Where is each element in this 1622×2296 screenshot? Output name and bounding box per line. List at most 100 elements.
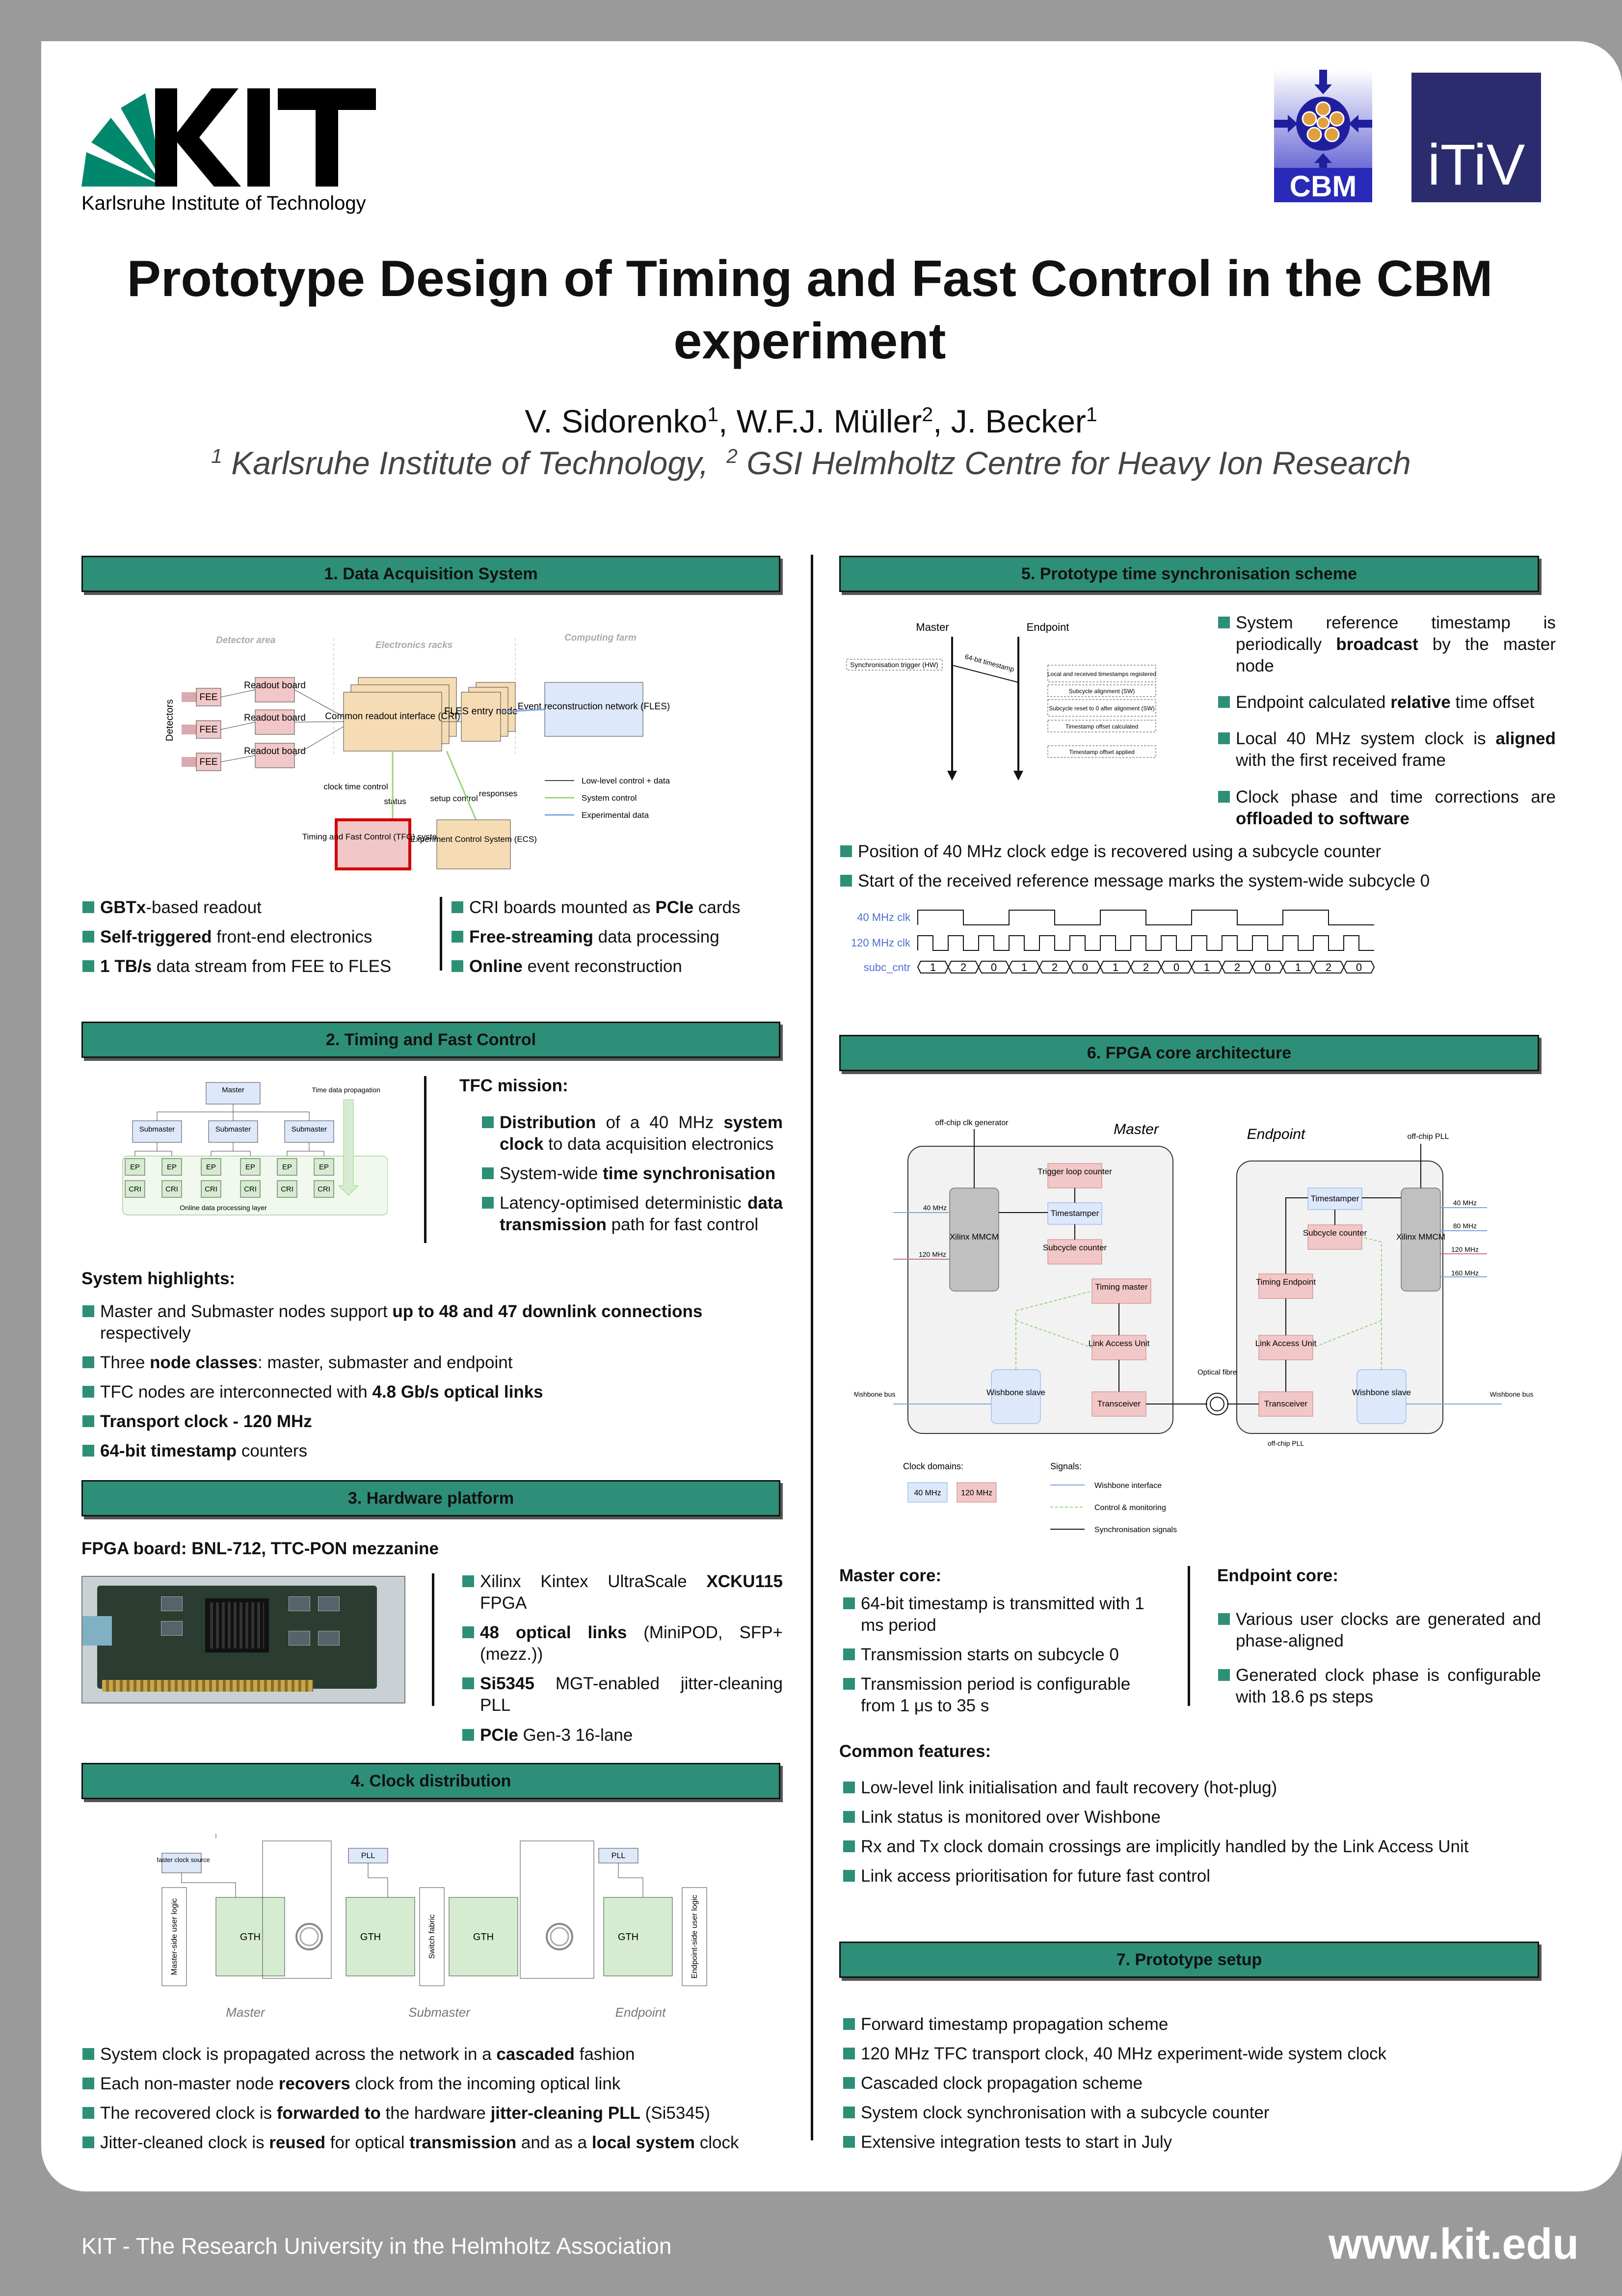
cbm-logo-text: CBM: [1290, 170, 1357, 202]
list-item: Distribution of a 40 MHz system clock to…: [481, 1112, 783, 1155]
master-core-list: 64-bit timestamp is transmitted with 1 m…: [842, 1593, 1166, 1725]
transceiver-label: Transceiver: [1097, 1399, 1141, 1408]
column-divider: [811, 555, 813, 2140]
timestamper-label: Timestamper: [1051, 1209, 1099, 1218]
counter-value: 2: [1052, 961, 1058, 973]
prototype-setup-list: Forward timestamp propagation scheme 120…: [842, 2014, 1549, 2161]
legend-item: Low-level control + data: [582, 776, 670, 785]
signal-legend: Wishbone interface: [1094, 1482, 1162, 1490]
counter-value: 0: [1082, 961, 1088, 973]
counter-value: 1: [1021, 961, 1027, 973]
freq-label: 160 MHz: [1451, 1269, 1479, 1277]
list-item: Si5345 MGT-enabled jitter-cleaning PLL: [461, 1673, 783, 1716]
affiliations: 1 Karlsruhe Institute of Technology, 2 G…: [211, 445, 1411, 481]
row-label-120mhz: 120 MHz clk: [851, 937, 911, 949]
status-label: status: [384, 797, 406, 806]
list-item: Position of 40 MHz clock edge is recover…: [839, 841, 1551, 863]
footer-tagline: KIT - The Research University in the Hel…: [81, 2233, 672, 2259]
readout-board-label: Readout board: [244, 713, 306, 723]
offchip-pll-label-bottom: off-chip PLL: [1268, 1439, 1304, 1447]
flesnet-label: Event reconstruction network (FLES): [518, 702, 670, 712]
section-3-heading: 3. Hardware platform: [81, 1480, 780, 1516]
poster-sheet: [41, 41, 1622, 2191]
list-item: PCIe Gen-3 16-lane: [461, 1725, 783, 1746]
responses-label: responses: [479, 789, 517, 798]
list-item: Local 40 MHz system clock is aligned wit…: [1217, 728, 1556, 771]
clock-time-control-label: clock time control: [323, 782, 388, 791]
hw-bullets: Xilinx Kintex UltraScale XCKU115 FPGA 48…: [461, 1571, 783, 1754]
master-side-label: Master-side user logic: [170, 1898, 179, 1975]
author-1-sup: 1: [707, 403, 718, 426]
setup-control-label: setup control: [430, 794, 478, 803]
freq-label: 40 MHz: [923, 1204, 947, 1212]
list-item: Online event reconstruction: [451, 956, 784, 977]
system-highlights-list: Master and Submaster nodes support up to…: [81, 1301, 793, 1470]
sync-step: Subcycle reset to 0 after alignment (SW): [1049, 705, 1154, 712]
gth-label: GTH: [240, 1932, 261, 1943]
list-item: Jitter-cleaned clock is reused for optic…: [81, 2132, 798, 2154]
clock-distribution-diagram: Master clock source Master-side user log…: [157, 1834, 707, 2020]
fee-label: FEE: [200, 692, 218, 702]
cri-label: CRI: [205, 1185, 217, 1193]
counter-cell: [1221, 961, 1253, 973]
signals-label: Signals:: [1050, 1461, 1082, 1471]
switch-fabric-label: Switch fabric: [428, 1915, 436, 1959]
list-item: 64-bit timestamp counters: [81, 1440, 793, 1462]
footer-url[interactable]: www.kit.edu: [1328, 2219, 1579, 2268]
fpga-board-photo: [81, 1576, 405, 1703]
timing-endpoint-label: Timing Endpoint: [1256, 1277, 1316, 1287]
lau-label: Link Access Unit: [1255, 1339, 1317, 1348]
list-item: Link status is monitored over Wishbone: [842, 1807, 1549, 1828]
counter-cell: [1343, 961, 1375, 973]
common-features-heading: Common features:: [839, 1742, 991, 1761]
list-item: Extensive integration tests to start in …: [842, 2132, 1549, 2153]
fee-label: FEE: [200, 757, 218, 767]
common-features-list: Low-level link initialisation and fault …: [842, 1777, 1549, 1895]
list-item: Endpoint calculated relative time offset: [1217, 692, 1556, 713]
offchip-pll-label: off-chip PLL: [1407, 1133, 1449, 1141]
list-item: Latency-optimised deterministic data tra…: [481, 1192, 783, 1236]
clk-40mhz-wave: [917, 910, 1374, 925]
counter-value: 1: [1113, 961, 1118, 973]
submaster-label: Submaster: [139, 1125, 175, 1134]
time-sync-bullets: System reference timestamp is periodical…: [1217, 612, 1556, 837]
endpoint-label: Endpoint: [1027, 621, 1069, 633]
fee-row-1: FEE Readout board: [182, 677, 306, 707]
lau-label: Link Access Unit: [1089, 1339, 1150, 1348]
affil-2-sup: 2: [726, 445, 738, 467]
author-2: W.F.J. Müller: [736, 403, 922, 439]
cri-label: CRI: [165, 1185, 178, 1193]
counter-value: 0: [1265, 961, 1271, 973]
label-electronics-racks: Electronics racks: [375, 640, 452, 650]
counter-cell: [1069, 961, 1101, 973]
list-item: Cascaded clock propagation scheme: [842, 2073, 1549, 2094]
domain-40mhz: 40 MHz: [914, 1489, 941, 1497]
section-6-heading: 6. FPGA core architecture: [839, 1035, 1539, 1071]
list-item: Transport clock - 120 MHz: [81, 1411, 793, 1432]
timestamper-label: Timestamper: [1311, 1194, 1359, 1203]
label-detectors: Detectors: [164, 699, 175, 741]
core-divider: [1188, 1566, 1190, 1706]
fles-node-label: FLES entry node: [444, 706, 518, 717]
counter-cell: [1008, 961, 1040, 973]
endpoint-core-list: Various user clocks are generated and ph…: [1217, 1609, 1541, 1716]
bullet-divider: [440, 897, 442, 971]
counter-cell: [1251, 961, 1284, 973]
counter-value: 1: [930, 961, 936, 973]
section-7-heading: 7. Prototype setup: [839, 1942, 1539, 1978]
counter-value: 2: [1234, 961, 1240, 973]
xilinx-mmcm-label: Xilinx MMCM: [950, 1232, 999, 1242]
row-label-40mhz: 40 MHz clk: [857, 911, 911, 923]
pll-label: PLL: [361, 1852, 375, 1860]
ecs-box-label: Experiment Control System (ECS): [410, 835, 537, 844]
endpoint-label: Endpoint: [1247, 1126, 1306, 1142]
domain-120mhz: 120 MHz: [961, 1489, 992, 1497]
optical-fibre-label: Optical fibre: [1197, 1368, 1237, 1377]
list-item: Xilinx Kintex UltraScale XCKU115 FPGA: [461, 1571, 783, 1614]
cri-label: CRI: [281, 1185, 293, 1193]
endpoint-side-label: Endpoint-side user logic: [691, 1895, 699, 1979]
submaster-label: Submaster: [215, 1125, 251, 1134]
gth-label: GTH: [473, 1932, 494, 1943]
sync-trigger-label: Synchronisation trigger (HW): [850, 661, 938, 669]
